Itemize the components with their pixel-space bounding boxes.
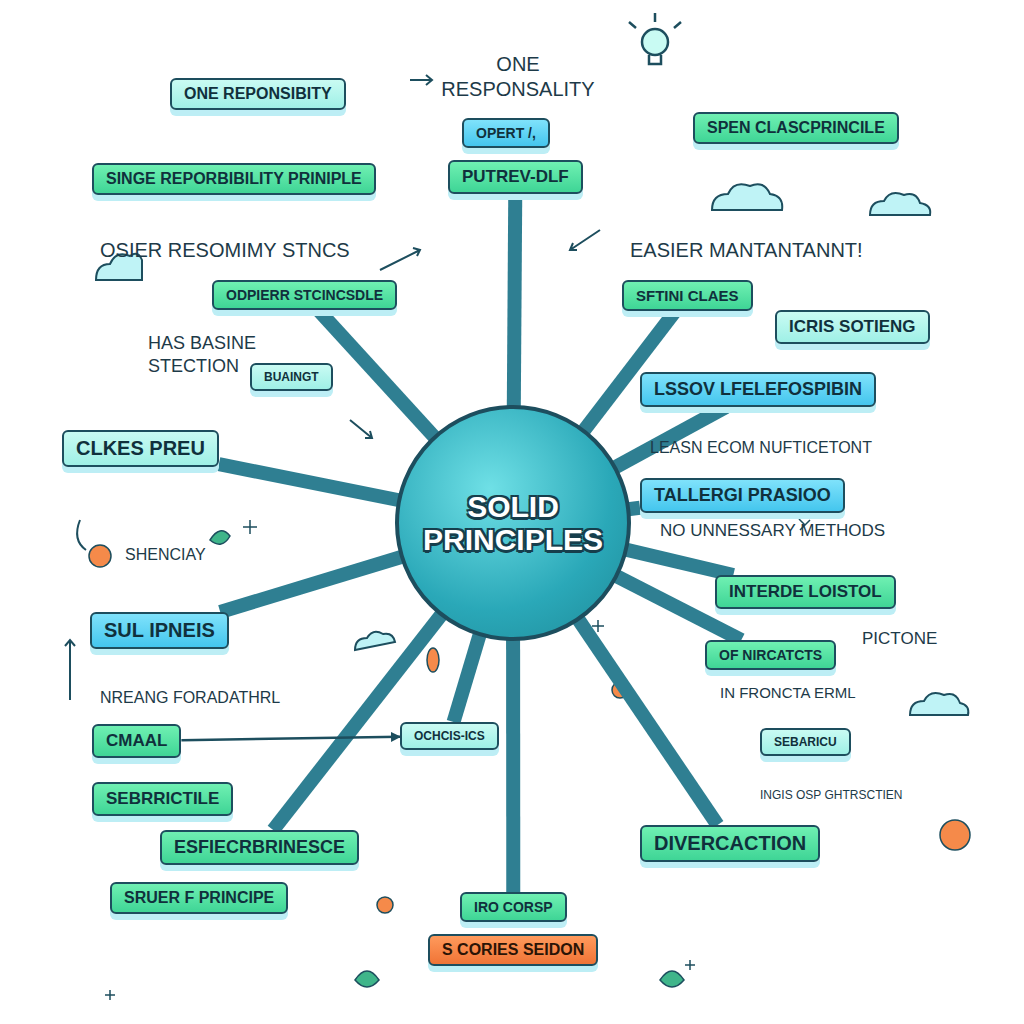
node-text: SEBARICU: [774, 735, 837, 749]
node-text: ESFIECRBRINESCE: [174, 837, 345, 858]
tree-branch: [220, 557, 402, 612]
node-text: CLKES PREU: [76, 437, 205, 460]
node-text: SFTINI CLAES: [636, 287, 739, 304]
central-circle: SOLID PRINCIPLES: [395, 405, 631, 641]
branch-box: ODPIERR STCINCSDLE: [212, 280, 397, 310]
note-text: OSIER RESOMIMY STNCS: [100, 238, 350, 263]
node-text: ICRIS SOTIENG: [789, 317, 916, 337]
note-text: HAS BASINE STECTION: [148, 332, 288, 377]
tree-branch: [615, 407, 726, 467]
note-text: EASIER MANTANTANNT!: [630, 238, 863, 263]
branch-box: CMAAL: [92, 724, 181, 758]
node-text: SOLID PRINCIPLES: [408, 490, 618, 556]
note-text: INGIS OSP GHTRSCTIEN: [760, 788, 902, 803]
tree-branch: [584, 311, 676, 431]
branch-box: IRO CORSP: [460, 892, 567, 922]
node-text: LSSOV LFELEFOSPIBIN: [654, 379, 862, 400]
node-text: ODPIERR STCINCSDLE: [226, 287, 383, 303]
tree-branch: [318, 310, 434, 437]
branch-box: LSSOV LFELEFOSPIBIN: [640, 372, 876, 407]
tree-branch: [506, 639, 520, 892]
branch-box: INTERDE LOISTOL: [715, 575, 896, 609]
branch-box: ICRIS SOTIENG: [775, 310, 930, 344]
note-text: NO UNNESSARY METHODS: [660, 520, 885, 541]
node-text: SRUER F PRINCIPE: [124, 889, 274, 907]
note-text: IN FRONCTA ERML: [720, 684, 856, 703]
note-text: ONE RESPONSALITY: [423, 52, 613, 102]
branch-box: SUL IPNEIS: [90, 612, 229, 649]
node-text: SUL IPNEIS: [104, 619, 215, 642]
lightbulb-icon: [629, 13, 681, 64]
note-text: SHENCIAY: [125, 545, 206, 565]
node-text: ONE REPONSIBITY: [184, 85, 332, 103]
node-text: OF NIRCATCTS: [719, 647, 822, 663]
branch-box: DIVERCACTION: [640, 825, 820, 862]
branch-box: S CORIES SEIDON: [428, 934, 598, 966]
node-text: TALLERGI PRASIOO: [654, 485, 831, 506]
node-text: OPERT /,: [476, 125, 536, 141]
branch-box: SINGE REPORBIBILITY PRINIPLE: [92, 163, 376, 195]
node-text: DIVERCACTION: [654, 832, 806, 855]
node-text: PUTREV-DLF: [462, 167, 569, 187]
branch-box: SRUER F PRINCIPE: [110, 882, 288, 914]
node-text: SINGE REPORBIBILITY PRINIPLE: [106, 170, 362, 188]
node-text: SPEN CLASCPRINCILE: [707, 119, 885, 137]
branch-box: SEBRRICTILE: [92, 782, 233, 816]
tree-branch: [626, 550, 733, 575]
tree-branch: [454, 634, 480, 722]
note-text: LEASN ECOM NUFTICETONT: [650, 438, 872, 458]
node-text: OCHCIS-ICS: [414, 729, 485, 743]
branch-box: OPERT /,: [462, 118, 550, 148]
tree-branch: [514, 194, 515, 407]
branch-box: ONE REPONSIBITY: [170, 78, 346, 110]
branch-box: PUTREV-DLF: [448, 160, 583, 194]
note-text: NREANG FORADATHRL: [100, 688, 280, 708]
branch-box: SPEN CLASCPRINCILE: [693, 112, 899, 144]
node-text: IRO CORSP: [474, 899, 553, 915]
node-text: SEBRRICTILE: [106, 789, 219, 809]
node-text: CMAAL: [106, 731, 167, 751]
node-text: INTERDE LOISTOL: [729, 582, 882, 602]
tree-branch: [219, 464, 399, 500]
note-text: PICTONE: [862, 628, 937, 649]
branch-box: CLKES PREU: [62, 430, 219, 467]
tree-branch: [578, 619, 718, 825]
branch-box: OCHCIS-ICS: [400, 722, 499, 750]
branch-box: SEBARICU: [760, 728, 851, 756]
arrow-line: [181, 737, 400, 740]
branch-box: OF NIRCATCTS: [705, 640, 836, 670]
node-text: BUAINGT: [264, 370, 319, 384]
branch-box: BUAINGT: [250, 363, 333, 391]
branch-box: SFTINI CLAES: [622, 280, 753, 311]
branch-box: TALLERGI PRASIOO: [640, 478, 845, 513]
node-text: S CORIES SEIDON: [442, 941, 584, 959]
branch-box: ESFIECRBRINESCE: [160, 830, 359, 865]
